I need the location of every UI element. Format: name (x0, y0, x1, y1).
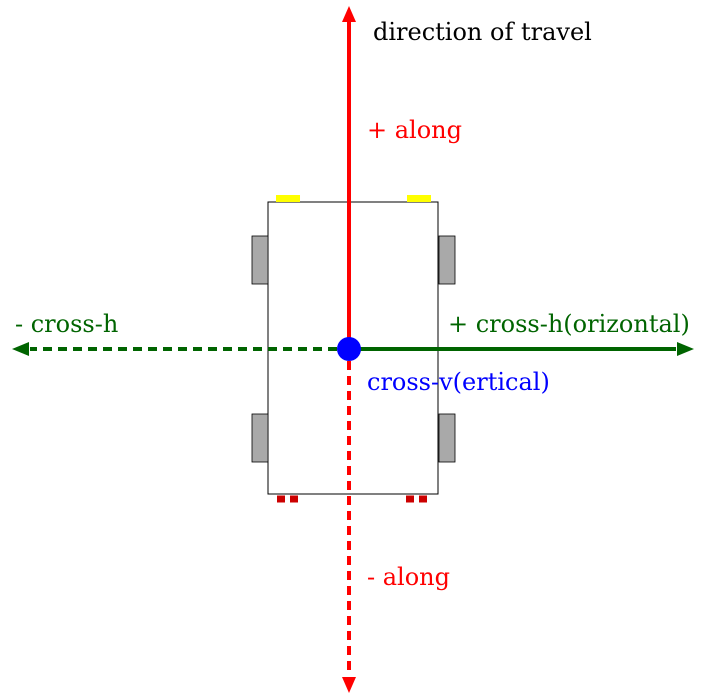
cross-v-label: cross-v(ertical) (367, 368, 550, 396)
headlight-right (407, 195, 431, 202)
headlight-left (276, 195, 300, 202)
wheel-rear-right (438, 413, 456, 463)
minus-cross-h-label: - cross-h (15, 310, 118, 338)
along-arrowhead-up (342, 6, 356, 22)
plus-cross-h-label: + cross-h(orizontal) (448, 310, 690, 338)
along-arrowhead-down (342, 677, 356, 693)
cross-h-arrowhead-left (12, 342, 29, 356)
cross-v-point (337, 337, 361, 361)
wheel-rear-left (251, 413, 269, 463)
minus-along-label: - along (367, 563, 450, 591)
plus-along-label: + along (367, 116, 462, 144)
wheel-front-left (251, 235, 269, 285)
direction-of-travel-label: direction of travel (373, 18, 592, 46)
wheel-front-right (438, 235, 456, 285)
cross-h-arrowhead-right (677, 342, 694, 356)
